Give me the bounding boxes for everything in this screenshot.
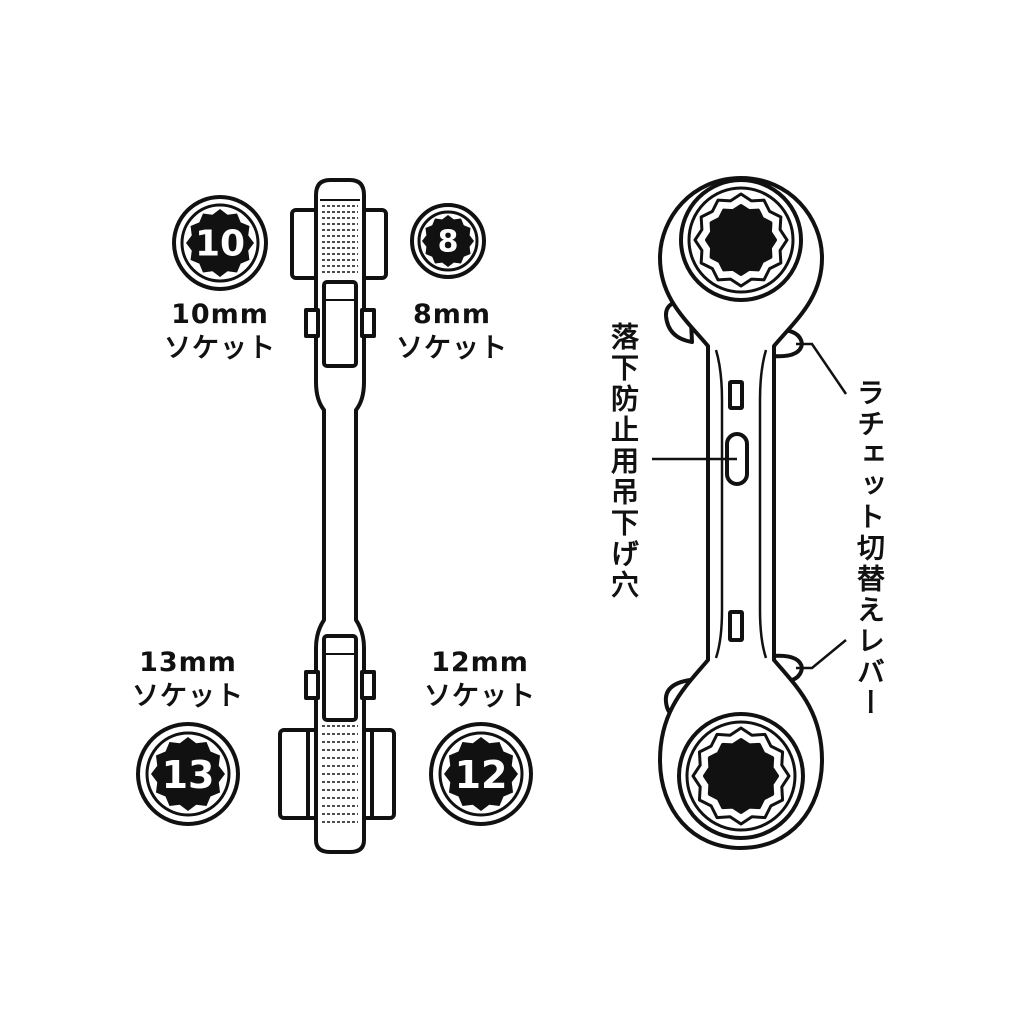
- socket-8-icon: 8: [410, 203, 486, 279]
- socket-12-icon: 12: [429, 722, 533, 826]
- socket-8-label: 8mm ソケット: [392, 298, 512, 366]
- lever-leader-bottom: [796, 639, 847, 670]
- socket-8-size: 8mm: [412, 299, 492, 330]
- socket-13-size: 13mm: [139, 647, 237, 678]
- socket-10-word: ソケット: [164, 333, 276, 364]
- wrench-side-view: [278, 178, 396, 854]
- hang-hole-callout: 落下防止用吊下げ穴: [607, 322, 640, 601]
- socket-10-icon: 10: [172, 195, 268, 291]
- wrench-front-view: [658, 176, 824, 850]
- socket-13-number: 13: [162, 753, 215, 797]
- lever-leader-top: [796, 342, 848, 395]
- socket-8-word: ソケット: [396, 333, 508, 364]
- socket-10-label: 10mm ソケット: [160, 298, 280, 366]
- socket-12-number: 12: [455, 753, 508, 797]
- socket-10-number: 10: [195, 224, 245, 265]
- socket-13-icon: 13: [136, 722, 240, 826]
- socket-8-number: 8: [438, 225, 459, 260]
- socket-12-word: ソケット: [424, 681, 536, 712]
- ratchet-lever-callout: ラチェット切替えレバー: [853, 378, 886, 719]
- socket-13-label: 13mm ソケット: [128, 646, 248, 714]
- socket-13-word: ソケット: [132, 681, 244, 712]
- socket-12-label: 12mm ソケット: [420, 646, 540, 714]
- callout-leaders: [652, 342, 848, 670]
- socket-12-size: 12mm: [431, 647, 529, 678]
- socket-10-size: 10mm: [171, 299, 269, 330]
